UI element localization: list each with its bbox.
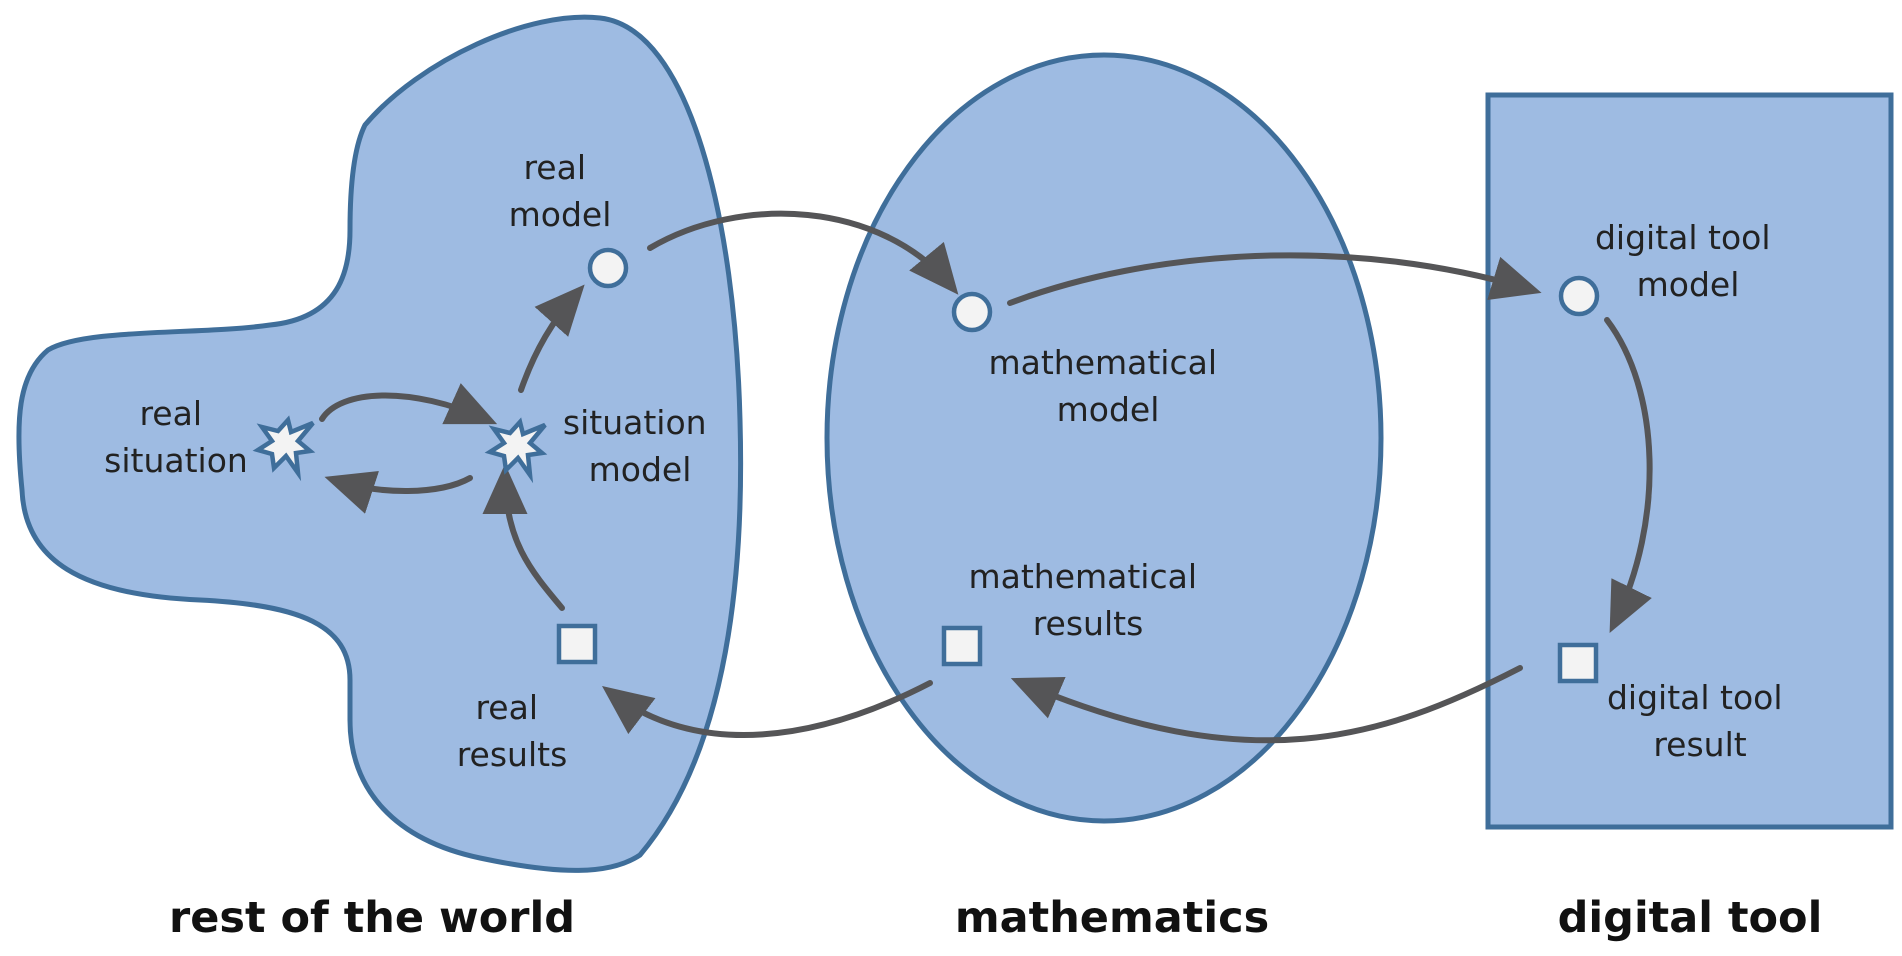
mathematics-region <box>824 52 1384 824</box>
mathematical-model-circle-icon <box>951 291 993 333</box>
arrow-digital-tool-result-to-mathematical-results <box>1010 665 1523 744</box>
rest-of-world-domain-label: rest of the world <box>169 893 575 943</box>
arrow-real-situation-to-situation-model <box>319 383 498 425</box>
digital-tool-region <box>1485 92 1894 830</box>
arrow-situation-model-to-real-model <box>518 284 585 393</box>
mathematics-domain-label: mathematics <box>955 893 1269 943</box>
real-model-label: real model <box>509 148 612 234</box>
mathematical-results-square-icon <box>941 625 983 667</box>
digital-tool-result-label: digital tool result <box>1607 678 1793 764</box>
real-results-square-icon <box>556 623 598 665</box>
arrow-mathematical-model-to-digital-tool-model <box>1007 252 1542 306</box>
digital-tool-model-label: digital tool model <box>1595 218 1781 304</box>
digital-tool-model-circle-icon <box>1558 275 1600 317</box>
real-situation-star-icon <box>252 415 316 482</box>
digital-tool-result-square-icon <box>1557 642 1599 684</box>
arrow-mathematical-results-to-real-results <box>602 680 933 738</box>
arrow-real-model-to-mathematical-model <box>647 210 959 295</box>
situation-model-label: situation model <box>563 403 717 489</box>
arrow-digital-tool-model-to-digital-tool-result <box>1604 317 1653 633</box>
mathematical-results-label: mathematical results <box>968 557 1207 643</box>
arrow-real-results-to-situation-model <box>482 464 565 611</box>
situation-model-star-icon <box>484 417 548 484</box>
digital-tool-domain-label: digital tool <box>1558 893 1823 943</box>
mathematical-model-label: mathematical model <box>988 343 1227 429</box>
real-situation-label: real situation <box>104 394 248 480</box>
real-model-circle-icon <box>587 247 629 289</box>
real-results-label: real results <box>457 688 568 774</box>
arrow-situation-model-to-real-situation <box>324 470 473 514</box>
